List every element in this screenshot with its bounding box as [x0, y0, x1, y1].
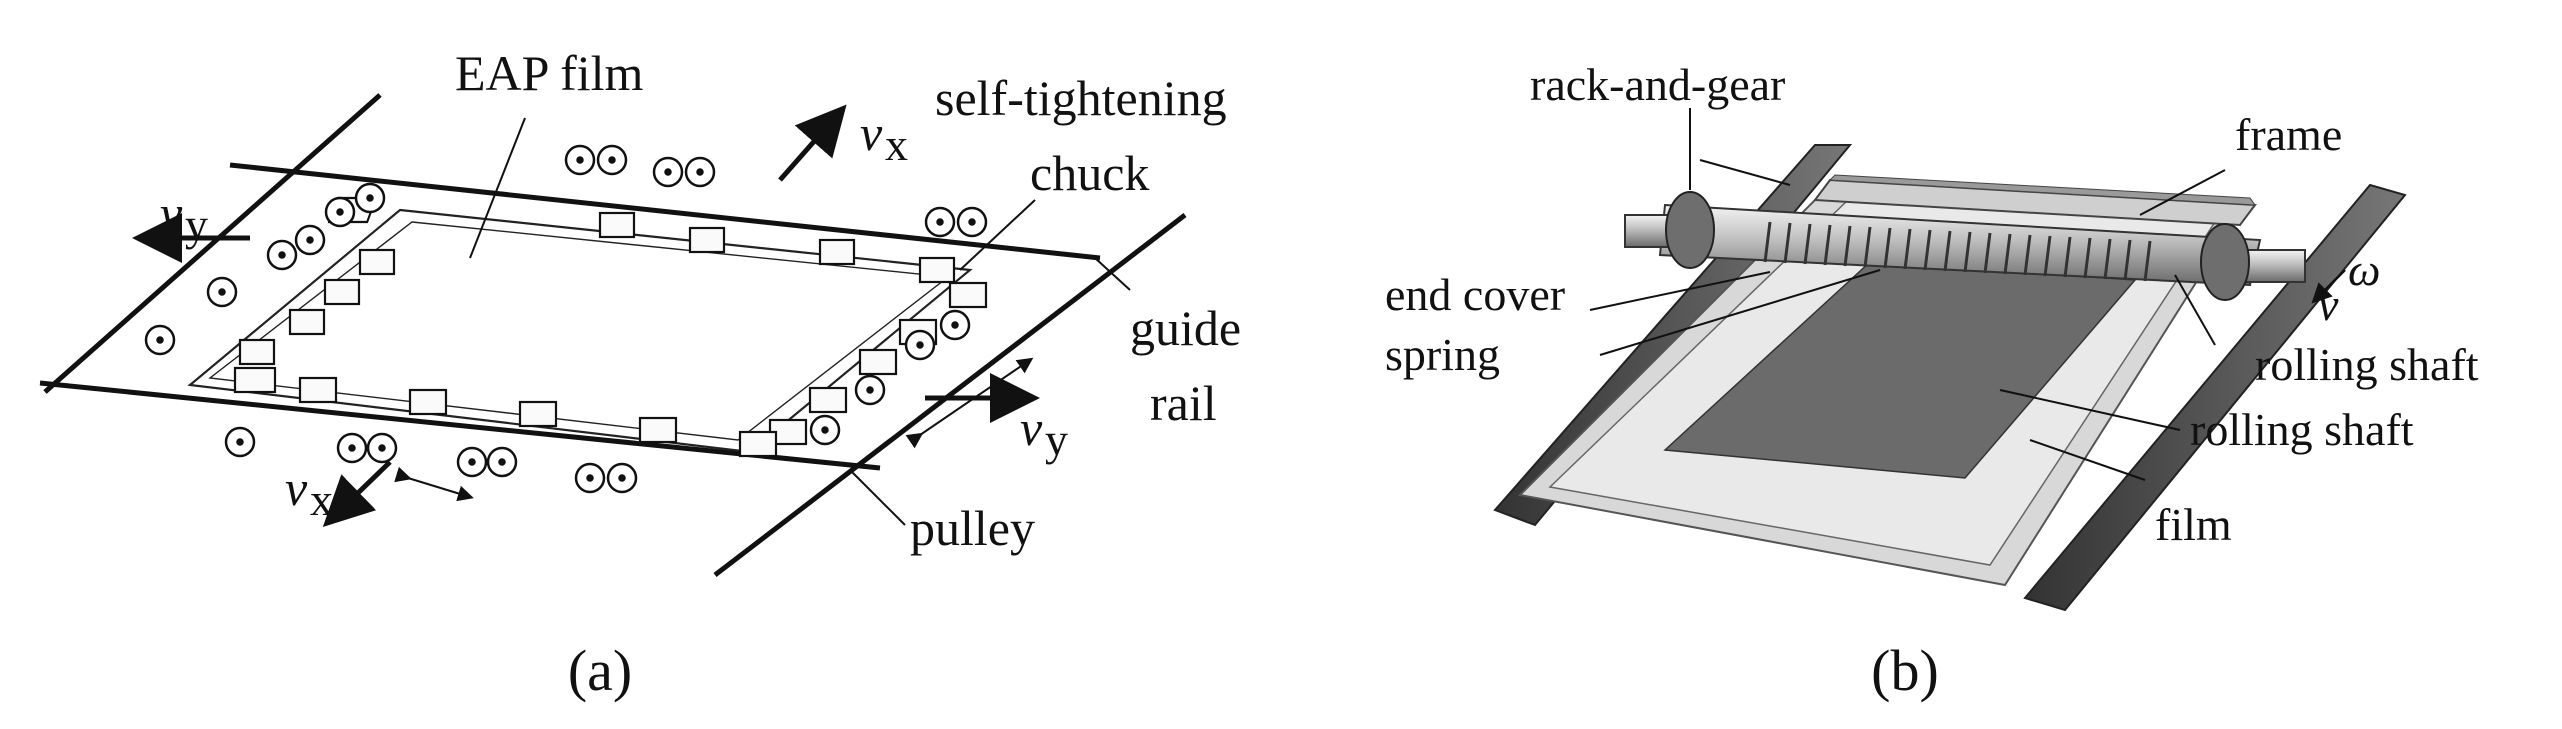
panel-b-diagram: ω v rack-and-gear frame end cover spring… [1385, 59, 2479, 703]
svg-text:v: v [285, 460, 308, 516]
svg-text:x: x [310, 474, 333, 525]
motion-double-arrows [394, 357, 1034, 502]
vx-label-bottom: v x [285, 460, 333, 525]
guide-label: guide [1130, 300, 1241, 356]
svg-text:y: y [185, 199, 208, 250]
spring-label: spring [1385, 329, 1500, 380]
svg-text:x: x [885, 119, 908, 170]
rail-label: rail [1150, 375, 1217, 431]
vx-label-top: v x [860, 105, 908, 170]
caption-a: (a) [568, 638, 632, 703]
pulleys [144, 144, 988, 494]
svg-text:v: v [1020, 400, 1043, 456]
svg-text:v: v [860, 105, 883, 161]
chuck-label: chuck [1030, 145, 1149, 201]
right-rail [2023, 183, 2407, 612]
pulley-label: pulley [910, 500, 1035, 556]
eap-film-label: EAP film [455, 45, 644, 101]
rack-and-gear-label: rack-and-gear [1530, 59, 1785, 110]
roller-assembly [1624, 191, 2306, 301]
panel-a-diagram: EAP film self-tightening chuck guide rai… [39, 45, 1241, 703]
rolling-shaft-label-2: rolling shaft [2190, 404, 2414, 455]
rotation-indicator [2311, 269, 2346, 304]
v-label: v [2318, 279, 2339, 330]
vy-label-right: v y [1020, 400, 1068, 465]
svg-text:y: y [1045, 414, 1068, 465]
film-label: film [2155, 499, 2232, 550]
self-tightening-chucks [233, 196, 988, 458]
back-frame-top [1828, 174, 2257, 206]
panel-b-leaders [1589, 108, 2226, 481]
rolling-shaft-label-1: rolling shaft [2255, 339, 2479, 390]
end-cover-label: end cover [1385, 269, 1565, 320]
self-tightening-label: self-tightening [935, 70, 1227, 126]
right-gear [2200, 223, 2250, 301]
omega-label: ω [2348, 244, 2380, 295]
panel-a-leaders [469, 117, 1131, 526]
svg-text:v: v [160, 185, 183, 241]
vy-label-left: v y [160, 185, 208, 250]
spring-coils [1763, 221, 2152, 282]
left-gear [1665, 191, 1715, 269]
caption-b: (b) [1871, 638, 1939, 703]
frame-label: frame [2235, 109, 2342, 160]
